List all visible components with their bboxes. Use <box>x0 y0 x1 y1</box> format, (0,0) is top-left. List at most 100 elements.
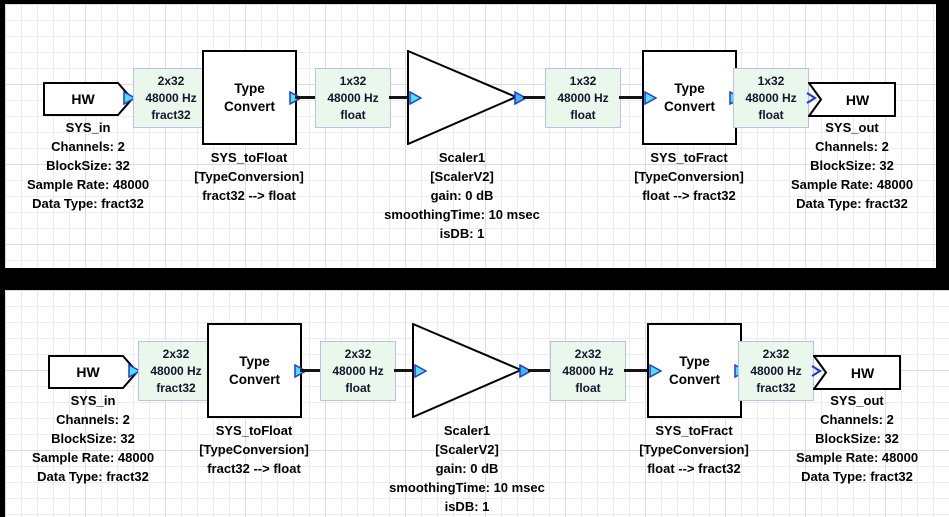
hw-input-shape <box>48 355 138 389</box>
caption-line: Data Type: fract32 <box>801 469 913 484</box>
caption-line: Sample Rate: 48000 <box>26 177 150 192</box>
caption-line: smoothingTime: 10 msec <box>389 480 545 495</box>
hw-input-caption: SYS_in Channels: 2 BlockSize: 32 Sample … <box>32 391 154 486</box>
output-pin-icon[interactable] <box>514 91 527 105</box>
wire-format-label[interactable]: 2x32 48000 Hz float <box>550 341 626 401</box>
hw-input-block[interactable]: HW <box>43 82 133 116</box>
caption-line: Data Type: fract32 <box>37 469 149 484</box>
caption-line: BlockSize: 32 <box>51 431 135 446</box>
type-convert-block[interactable]: Type Convert <box>202 50 297 145</box>
wire-label-line: 2x32 <box>574 346 602 361</box>
caption-line: fract32 --> float <box>207 461 301 476</box>
wire-label-line: 48000 Hz <box>562 363 614 378</box>
caption-line: SYS_toFloat <box>215 423 293 438</box>
wire-arrow-icon <box>806 92 817 104</box>
caption-line: float --> fract32 <box>647 461 741 476</box>
wire-arrow-icon <box>811 365 822 377</box>
wire-label-line: float <box>340 107 366 122</box>
type-convert-block[interactable]: Type Convert <box>207 323 302 418</box>
type-convert-caption: SYS_toFract [TypeConversion] float --> f… <box>639 421 749 478</box>
caption-line: [TypeConversion] <box>639 442 749 457</box>
wire-label-line: 1x32 <box>757 73 785 88</box>
caption-line: BlockSize: 32 <box>46 158 130 173</box>
caption-line: SYS_out <box>825 120 879 135</box>
caption-line: Channels: 2 <box>51 139 125 154</box>
caption-line: [TypeConversion] <box>194 169 304 184</box>
caption-line: SYS_toFract <box>650 150 728 165</box>
hw-output-caption: SYS_out Channels: 2 BlockSize: 32 Sample… <box>796 391 918 486</box>
wire-format-label[interactable]: 1x32 48000 Hz float <box>545 68 621 128</box>
wire-label-line: 48000 Hz <box>557 90 609 105</box>
caption-line: Channels: 2 <box>820 412 894 427</box>
wire-label-line: 48000 Hz <box>750 363 802 378</box>
caption-line: smoothingTime: 10 msec <box>384 207 540 222</box>
hw-output-block[interactable]: HW <box>808 82 897 117</box>
hw-output-shape <box>813 355 901 390</box>
wire-format-label[interactable]: 1x32 48000 Hz float <box>315 68 391 128</box>
wire-label-line: 48000 Hz <box>327 90 379 105</box>
wire-format-label[interactable]: 2x32 48000 Hz fract32 <box>133 68 209 128</box>
wire-label-line: 1x32 <box>569 73 597 88</box>
caption-line: gain: 0 dB <box>435 461 499 476</box>
wire-segment[interactable] <box>389 96 407 99</box>
input-pin-icon[interactable] <box>409 91 422 105</box>
hw-output-title: HW <box>850 364 875 381</box>
caption-line: Scaler1 <box>438 150 486 165</box>
wire-label-line: 1x32 <box>339 73 367 88</box>
wire-segment[interactable] <box>528 369 550 372</box>
input-pin-icon[interactable] <box>649 364 662 378</box>
caption-line: Channels: 2 <box>56 412 130 427</box>
caption-line: [ScalerV2] <box>430 169 494 184</box>
wire-segment[interactable] <box>394 369 412 372</box>
type-convert-block[interactable]: Type Convert <box>647 323 742 418</box>
wire-format-label[interactable]: 2x32 48000 Hz fract32 <box>738 341 814 401</box>
output-pin-icon[interactable] <box>128 364 141 378</box>
scaler-block[interactable] <box>407 49 519 146</box>
caption-line: SYS_out <box>830 393 884 408</box>
scaler-caption: Scaler1 [ScalerV2] gain: 0 dB smoothingT… <box>384 148 540 243</box>
input-pin-icon[interactable] <box>644 91 657 105</box>
wire-label-line: 2x32 <box>344 346 372 361</box>
scaler-triangle-shape <box>407 49 519 146</box>
caption-line: Sample Rate: 48000 <box>31 450 155 465</box>
caption-line: Sample Rate: 48000 <box>795 450 919 465</box>
wire-label-line: fract32 <box>756 380 796 395</box>
caption-line: Channels: 2 <box>815 139 889 154</box>
caption-line: SYS_in <box>65 120 111 135</box>
wire-format-label[interactable]: 1x32 48000 Hz float <box>733 68 809 128</box>
wire-label-line: fract32 <box>151 107 191 122</box>
wire-label-line: 48000 Hz <box>332 363 384 378</box>
hw-output-caption: SYS_out Channels: 2 BlockSize: 32 Sample… <box>791 118 913 213</box>
output-pin-icon[interactable] <box>123 91 136 105</box>
wire-label-line: 48000 Hz <box>745 90 797 105</box>
wire-label-line: float <box>570 107 596 122</box>
input-pin-icon[interactable] <box>414 364 427 378</box>
scaler-block[interactable] <box>412 322 524 419</box>
wire-segment[interactable] <box>523 96 545 99</box>
wire-format-label[interactable]: 2x32 48000 Hz fract32 <box>138 341 214 401</box>
hw-input-title: HW <box>76 364 100 380</box>
wire-segment[interactable] <box>619 96 642 99</box>
wire-label-line: float <box>758 107 784 122</box>
wire-label-line: float <box>575 380 601 395</box>
hw-output-block[interactable]: HW <box>813 355 902 390</box>
hw-output-shape <box>808 82 896 117</box>
caption-line: [TypeConversion] <box>634 169 744 184</box>
wire-label-line: 48000 Hz <box>150 363 202 378</box>
caption-line: Scaler1 <box>443 423 491 438</box>
hw-input-caption: SYS_in Channels: 2 BlockSize: 32 Sample … <box>27 118 149 213</box>
wire-segment[interactable] <box>300 369 320 372</box>
output-pin-icon[interactable] <box>519 364 532 378</box>
wire-segment[interactable] <box>624 369 647 372</box>
caption-line: fract32 --> float <box>202 188 296 203</box>
wire-label-line: 48000 Hz <box>145 90 197 105</box>
wire-label-line: 2x32 <box>157 73 185 88</box>
caption-line: [ScalerV2] <box>435 442 499 457</box>
hw-output-title: HW <box>845 91 870 108</box>
caption-line: BlockSize: 32 <box>815 431 899 446</box>
hw-input-block[interactable]: HW <box>48 355 138 389</box>
caption-line: gain: 0 dB <box>430 188 494 203</box>
scaler-triangle-shape <box>412 322 524 419</box>
wire-format-label[interactable]: 2x32 48000 Hz float <box>320 341 396 401</box>
wire-segment[interactable] <box>295 96 315 99</box>
